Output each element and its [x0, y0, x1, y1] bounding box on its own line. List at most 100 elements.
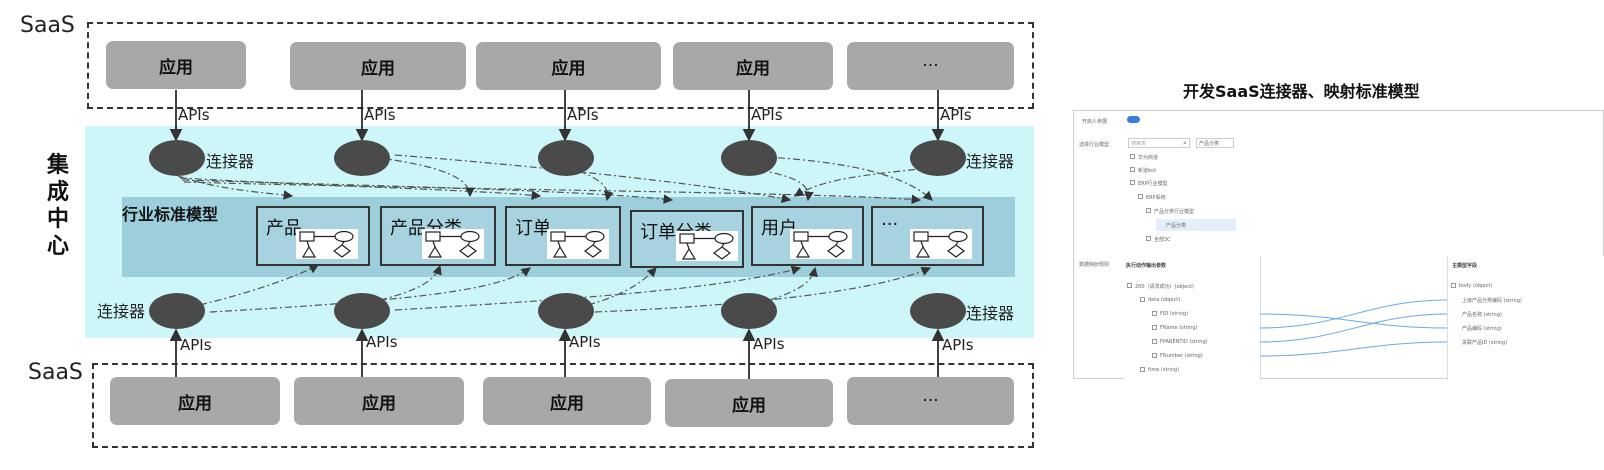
tree-item[interactable]: ERP行业模型	[1138, 181, 1168, 187]
entity-label: ···	[881, 214, 899, 235]
tree-item-selected[interactable]: 产品分类	[1166, 223, 1187, 229]
source-field[interactable]: FPARENTID (string)	[1160, 339, 1208, 345]
integration-hub-title: 集成中心	[46, 153, 69, 259]
app-box-bottom-4: 应用	[665, 379, 833, 427]
tree-item[interactable]: ERP系统	[1146, 195, 1166, 201]
connector-label: 连接器	[966, 304, 1015, 323]
source-field[interactable]: 200（请求成功）(object)	[1135, 284, 1194, 290]
api-label: APIs	[751, 106, 783, 124]
field-icon	[1152, 353, 1157, 358]
search-value-box[interactable]	[1196, 138, 1234, 148]
connector-node-bottom-4	[721, 293, 777, 329]
target-field[interactable]: 产品编码 (string)	[1462, 326, 1502, 332]
er-diagram-icon	[547, 229, 609, 259]
api-label: APIs	[567, 106, 599, 124]
er-diagram-icon	[422, 229, 484, 259]
app-box-bottom-2: 应用	[294, 377, 464, 425]
app-box-top-4: 应用	[673, 42, 833, 90]
connector-node-top-3	[538, 140, 594, 176]
entity-box-order-category: 订单分类	[630, 210, 744, 268]
target-field[interactable]: 上级产品分类编码 (string)	[1462, 298, 1522, 304]
target-field[interactable]: body (object)	[1459, 283, 1493, 289]
choose-model-label: 选择行业模型	[1079, 142, 1110, 148]
entity-label: 产品	[266, 218, 302, 239]
saas-top-box	[87, 22, 1034, 109]
tree-collapse-icon[interactable]	[1138, 194, 1143, 199]
saas-label-top: SaaS	[20, 13, 75, 38]
er-diagram-icon	[676, 231, 738, 261]
app-box-top-2: 应用	[290, 42, 466, 90]
field-icon	[1152, 325, 1157, 330]
entity-box-more: ···	[871, 206, 984, 266]
api-label: APIs	[569, 333, 601, 351]
app-box-bottom-3: 应用	[483, 377, 651, 425]
tree-item[interactable]: 华为商道	[1138, 155, 1159, 161]
api-label: APIs	[180, 336, 212, 354]
mapping-label: 数据映射规则	[1079, 262, 1110, 268]
right-panel-title: 开发SaaS连接器、映射标准模型	[1183, 82, 1420, 101]
app-box-bottom-more: ···	[847, 377, 1014, 425]
app-box-top-3: 应用	[476, 42, 661, 90]
entity-box-order: 订单	[505, 206, 621, 266]
enable-label: 开启人参展	[1082, 119, 1108, 125]
saas-label-bottom: SaaS	[28, 360, 83, 385]
entity-box-user: 用户	[751, 206, 864, 266]
source-field[interactable]: time (string)	[1148, 367, 1180, 373]
connector-label: 连接器	[206, 152, 255, 171]
field-icon	[1140, 367, 1145, 372]
tree-collapse-icon[interactable]	[1146, 208, 1151, 213]
field-collapse-icon[interactable]	[1140, 297, 1145, 302]
field-collapse-icon[interactable]	[1451, 283, 1456, 288]
connector-node-bottom-5	[910, 293, 966, 329]
tree-item[interactable]: 新道bot	[1138, 168, 1157, 174]
toggle-switch[interactable]	[1127, 116, 1140, 123]
connector-node-top-4	[721, 140, 777, 176]
standard-model-title: 行业标准模型	[122, 205, 219, 224]
er-diagram-icon	[790, 229, 852, 259]
source-field[interactable]: FName (string)	[1160, 325, 1198, 331]
target-field[interactable]: 关联产品ID (string)	[1462, 340, 1508, 346]
entity-box-product-category: 产品分类	[380, 206, 496, 266]
tree-item[interactable]: 全部3C	[1154, 237, 1171, 243]
api-label: APIs	[940, 106, 972, 124]
api-label: APIs	[178, 106, 210, 124]
connector-node-top-5	[910, 140, 966, 176]
er-diagram-icon	[296, 229, 358, 259]
target-fields-panel: 主模型字段 body (object) 上级产品分类编码 (string) 产品…	[1447, 256, 1604, 380]
embedded-screenshot: 开启人参展 选择行业模型 搜索表 ⌕ 产品分类 华为商道 新道bot ERP行业…	[1073, 110, 1604, 380]
model-search-box[interactable]	[1128, 138, 1190, 148]
source-field[interactable]: FNumber (string)	[1160, 353, 1203, 359]
connector-node-bottom-3	[538, 293, 594, 329]
tree-expand-icon[interactable]	[1130, 154, 1135, 159]
field-icon	[1152, 311, 1157, 316]
search-value: 产品分类	[1199, 141, 1220, 147]
field-collapse-icon[interactable]	[1127, 283, 1132, 288]
connector-node-top-2	[334, 140, 390, 176]
tree-expand-icon[interactable]	[1146, 236, 1151, 241]
field-mapping-lines	[1260, 299, 1447, 357]
model-search-placeholder: 搜索表	[1131, 141, 1147, 147]
saas-bottom-box	[92, 363, 1034, 448]
tree-collapse-icon[interactable]	[1130, 180, 1135, 185]
er-diagram-icon	[910, 229, 972, 259]
source-field[interactable]: FID (string)	[1160, 311, 1189, 317]
source-fields-panel: 执行动作输出参数 200（请求成功）(object) data (object)…	[1124, 256, 1261, 380]
app-box-bottom-1: 应用	[110, 377, 280, 425]
app-box-top-more: ···	[847, 42, 1014, 90]
tree-item-selected-bg	[1156, 219, 1236, 231]
target-field[interactable]: 产品名称 (string)	[1462, 312, 1502, 318]
tree-expand-icon[interactable]	[1130, 167, 1135, 172]
connector-label: 连接器	[97, 302, 146, 321]
connector-label: 连接器	[966, 152, 1015, 171]
entity-label: 用户	[761, 218, 797, 239]
api-label: APIs	[942, 336, 974, 354]
connector-node-bottom-1	[149, 293, 205, 329]
field-icon	[1152, 339, 1157, 344]
api-label: APIs	[364, 106, 396, 124]
api-label: APIs	[366, 333, 398, 351]
search-icon[interactable]: ⌕	[1183, 139, 1187, 147]
target-panel-title: 主模型字段	[1452, 263, 1478, 269]
tree-item[interactable]: 产品分类行业模型	[1154, 209, 1195, 215]
source-field[interactable]: data (object)	[1148, 297, 1181, 303]
